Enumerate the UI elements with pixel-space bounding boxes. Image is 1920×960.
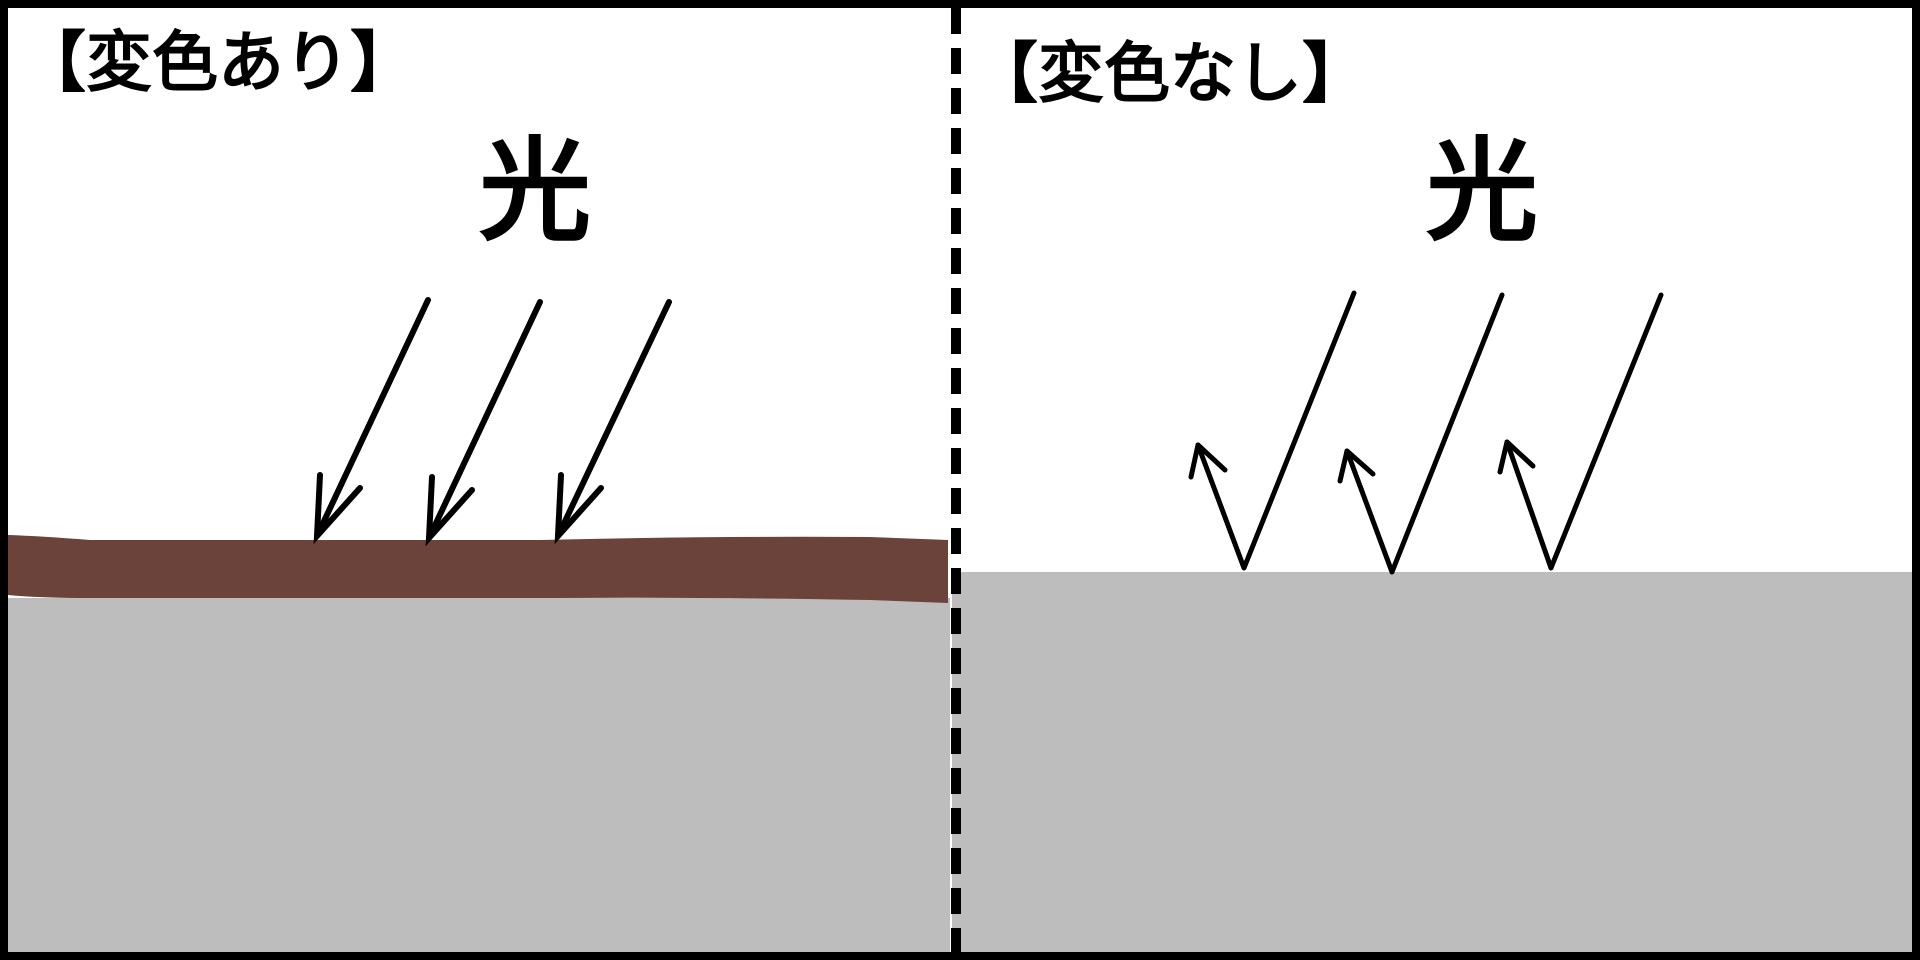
left-arrow-2-head: [425, 474, 475, 547]
left-light-label: 光: [479, 127, 591, 257]
right-ray-3-head: [1497, 439, 1536, 475]
right-ray-1: [1195, 290, 1357, 571]
left-panel-title: 【変色あり】: [20, 24, 416, 101]
right-panel-title: 【変色なし】: [972, 35, 1368, 112]
right-reflection-arrows: [1188, 290, 1664, 575]
left-discolored-layer: [8, 535, 948, 603]
right-ray-2-head: [1337, 448, 1376, 484]
left-arrow-3: [555, 299, 672, 539]
left-substrate: [8, 598, 950, 952]
right-ray-2: [1344, 292, 1505, 575]
left-arrow-1: [314, 297, 431, 539]
right-ray-1-head: [1188, 442, 1228, 480]
right-panel: 【変色なし】 光: [952, 35, 1912, 952]
right-ray-3: [1504, 292, 1664, 571]
left-panel: 【変色あり】 光: [8, 24, 950, 952]
right-substrate: [952, 572, 1912, 952]
left-arrow-3-head: [554, 472, 604, 545]
left-arrow-1-head: [313, 472, 363, 545]
right-light-label: 光: [1426, 127, 1538, 257]
left-incident-arrows: [313, 297, 672, 547]
left-arrow-2: [426, 299, 543, 541]
